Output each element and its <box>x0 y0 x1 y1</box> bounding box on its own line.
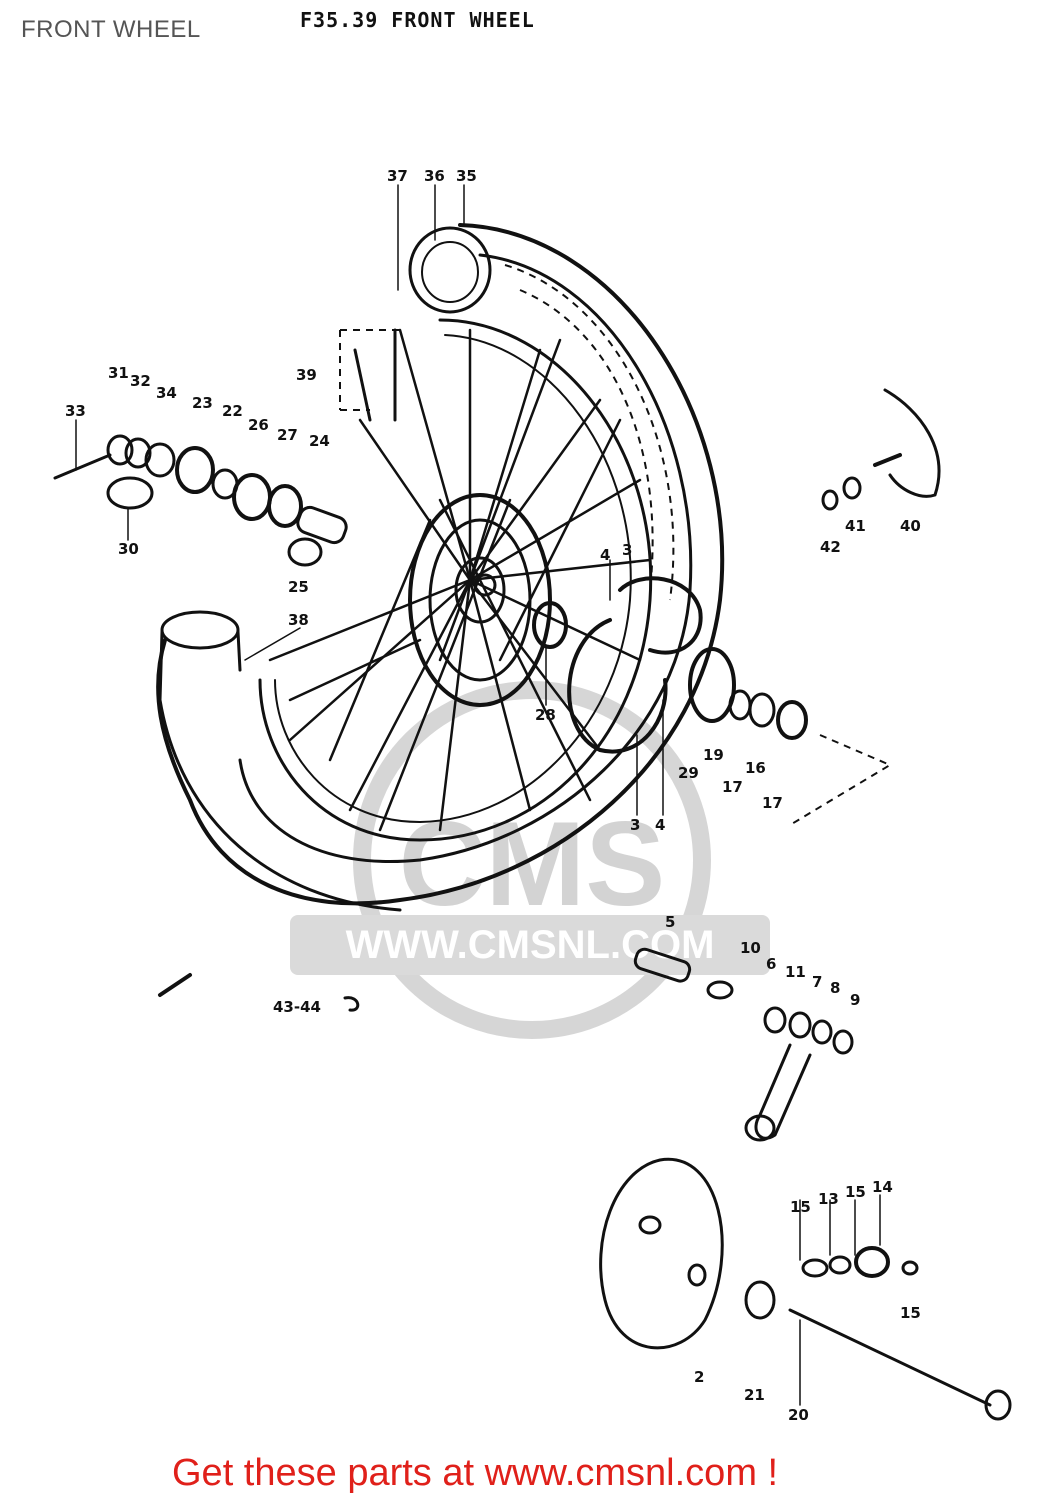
rim-band-38 <box>158 610 402 912</box>
callout-27: 27 <box>277 426 298 444</box>
callout-4: 4 <box>655 816 665 834</box>
callout-40: 40 <box>900 517 921 535</box>
callout-38: 38 <box>288 611 309 629</box>
speedometer-gear-40 <box>821 388 941 511</box>
callout-37: 37 <box>387 167 408 185</box>
callout-11: 11 <box>785 963 806 981</box>
callout-31: 31 <box>108 364 129 382</box>
brake-assembly <box>532 576 893 826</box>
callout-39: 39 <box>296 366 317 384</box>
hub <box>408 493 552 707</box>
callout-20: 20 <box>788 1406 809 1424</box>
callout-28: 28 <box>535 706 556 724</box>
watermark-url-band <box>290 915 770 975</box>
callout-17-b: 17 <box>762 794 783 812</box>
callout-24: 24 <box>309 432 330 450</box>
callout-42: 42 <box>820 538 841 556</box>
callout-22: 22 <box>222 402 243 420</box>
callout-43-44: 43-44 <box>273 998 321 1016</box>
callout-6: 6 <box>766 955 776 973</box>
spoke-set-39 <box>339 328 400 422</box>
callout-30: 30 <box>118 540 139 558</box>
callout-15-c: 15 <box>900 1304 921 1322</box>
watermark: CMS WWW.CMSNL.COM <box>290 681 770 1039</box>
callout-4-top: 4 <box>600 546 610 564</box>
callout-19: 19 <box>703 746 724 764</box>
callout-36: 36 <box>424 167 445 185</box>
callout-16: 16 <box>745 759 766 777</box>
callout-33: 33 <box>65 402 86 420</box>
callout-35: 35 <box>456 167 477 185</box>
callout-29: 29 <box>678 764 699 782</box>
callout-labels: 37 36 35 39 31 32 34 23 22 26 27 24 33 3… <box>65 167 921 1424</box>
callout-2: 2 <box>694 1368 704 1386</box>
callout-7: 7 <box>812 973 822 991</box>
callout-10: 10 <box>740 939 761 957</box>
callout-25: 25 <box>288 578 309 596</box>
brake-drum-2 <box>599 1157 1012 1421</box>
callout-26: 26 <box>248 416 269 434</box>
brake-cam-parts <box>633 947 854 1142</box>
callout-15-a: 15 <box>790 1198 811 1216</box>
callout-14: 14 <box>872 1178 893 1196</box>
callout-9: 9 <box>850 991 860 1009</box>
callout-17-a: 17 <box>722 778 743 796</box>
callout-8: 8 <box>830 979 840 997</box>
callout-3: 3 <box>630 816 640 834</box>
page-title: FRONT WHEEL <box>21 16 201 43</box>
tube-35-37 <box>408 226 492 314</box>
misc-parts <box>158 973 360 1012</box>
callout-32: 32 <box>130 372 151 390</box>
figure-title: F35.39 FRONT WHEEL <box>300 8 535 32</box>
watermark-logo: CMS <box>399 797 666 931</box>
callout-23: 23 <box>192 394 213 412</box>
callout-34: 34 <box>156 384 177 402</box>
watermark-url: WWW.CMSNL.COM <box>346 923 715 967</box>
callout-3-top: 3 <box>622 541 632 559</box>
callout-5: 5 <box>665 913 675 931</box>
rim <box>258 318 653 842</box>
callout-13: 13 <box>818 1190 839 1208</box>
callout-41: 41 <box>845 517 866 535</box>
left-axle-parts <box>53 434 348 567</box>
footer-link[interactable]: Get these parts at www.cmsnl.com ! <box>172 1452 779 1494</box>
tire <box>156 223 725 906</box>
callout-21: 21 <box>744 1386 765 1404</box>
callout-15-b: 15 <box>845 1183 866 1201</box>
leader-lines <box>75 184 881 1406</box>
